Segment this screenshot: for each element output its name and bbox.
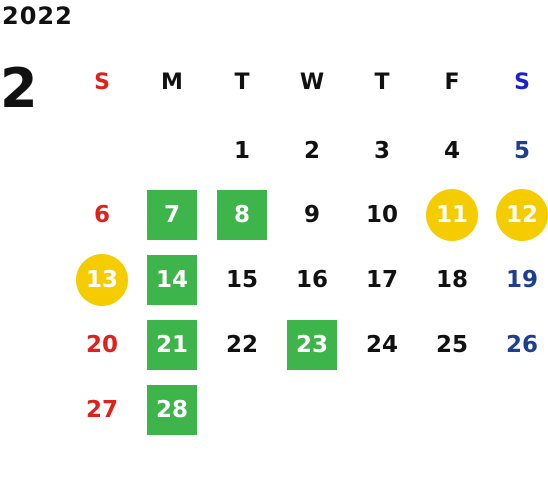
day-cell-17[interactable]: 17 xyxy=(365,267,398,293)
day-cell-11[interactable]: 11 xyxy=(426,189,478,241)
day-cell-4[interactable]: 4 xyxy=(443,138,460,164)
day-cell-28[interactable]: 28 xyxy=(147,385,197,435)
day-cell-14[interactable]: 14 xyxy=(147,255,197,305)
day-cell-12[interactable]: 12 xyxy=(496,189,548,241)
day-cell-15[interactable]: 15 xyxy=(225,267,258,293)
weekday-header-sun: S xyxy=(94,69,110,95)
day-cell-3[interactable]: 3 xyxy=(373,138,390,164)
day-cell-23[interactable]: 23 xyxy=(287,320,337,370)
day-cell-6[interactable]: 6 xyxy=(93,202,110,228)
day-cell-8[interactable]: 8 xyxy=(217,190,267,240)
day-cell-13[interactable]: 13 xyxy=(76,254,128,306)
year-label: 2022 xyxy=(2,2,73,30)
weekday-header-fri: F xyxy=(444,69,460,95)
weekday-header-mon: M xyxy=(161,69,183,95)
day-cell-1[interactable]: 1 xyxy=(233,138,250,164)
day-cell-20[interactable]: 20 xyxy=(85,332,118,358)
day-cell-26[interactable]: 26 xyxy=(505,332,538,358)
day-cell-27[interactable]: 27 xyxy=(85,397,118,423)
weekday-header-tue: T xyxy=(234,69,250,95)
day-cell-22[interactable]: 22 xyxy=(225,332,258,358)
day-cell-10[interactable]: 10 xyxy=(365,202,398,228)
day-cell-9[interactable]: 9 xyxy=(303,202,320,228)
weekday-header-wed: W xyxy=(299,69,325,95)
month-number: 2 xyxy=(0,57,38,120)
day-cell-16[interactable]: 16 xyxy=(295,267,328,293)
day-cell-5[interactable]: 5 xyxy=(513,138,530,164)
weekday-header-sat: S xyxy=(514,69,530,95)
day-cell-24[interactable]: 24 xyxy=(365,332,398,358)
day-cell-25[interactable]: 25 xyxy=(435,332,468,358)
day-cell-21[interactable]: 21 xyxy=(147,320,197,370)
weekday-header-thu: T xyxy=(374,69,390,95)
day-cell-18[interactable]: 18 xyxy=(435,267,468,293)
day-cell-2[interactable]: 2 xyxy=(303,138,320,164)
day-cell-7[interactable]: 7 xyxy=(147,190,197,240)
day-cell-19[interactable]: 19 xyxy=(505,267,538,293)
